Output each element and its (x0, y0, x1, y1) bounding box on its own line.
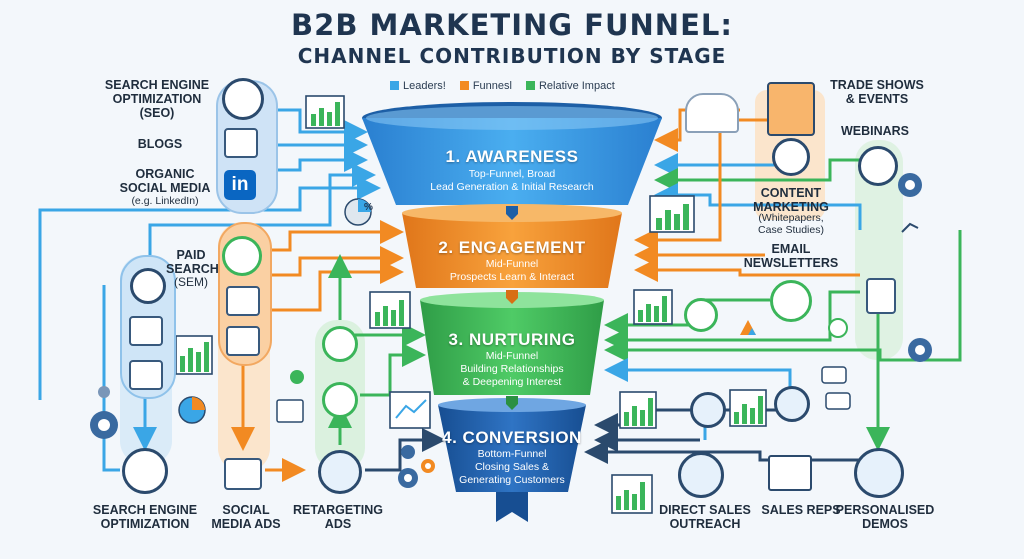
stage-desc-line: Mid-Funnel (485, 258, 539, 270)
stage-desc-line: Generating Customers (459, 474, 565, 487)
label-email-newsletters: EMAIL NEWSLETTERS (743, 242, 839, 270)
legend: Leaders! Funnesl Relative Impact (390, 80, 615, 92)
retargeting-mail-icon (318, 450, 362, 494)
stage-desc-awareness: Top-Funnel, Broad Lead Generation & Init… (0, 168, 1024, 194)
label-seo: SEARCH ENGINE OPTIMIZATION (SEO) (104, 78, 210, 120)
presentation-screen-icon (767, 82, 815, 136)
stage-title-conversion: 4. CONVERSION (442, 428, 582, 447)
label-social-media-ads: SOCIAL MEDIA ADS (211, 503, 281, 531)
stage-title-nurturing: 3. NURTURING (448, 330, 576, 349)
label-bottom-seo: SEARCH ENGINE OPTIMIZATION (92, 503, 198, 531)
dollar-search-icon (222, 236, 262, 276)
legend-swatch (525, 81, 535, 90)
label-organic-social: ORGANIC SOCIAL MEDIA (119, 167, 211, 195)
outreach-mic-icon (690, 392, 726, 428)
diagram-title: B2B MARKETING FUNNEL: (291, 8, 733, 42)
webpage-icon (129, 316, 163, 346)
stage-title-awareness: 1. AWARENESS (445, 147, 579, 166)
stage-desc-line: Closing Sales & (474, 461, 550, 474)
legend-label: Relative Impact (538, 80, 615, 92)
linkedin-icon: in (224, 170, 256, 200)
stage-desc-line: Bottom-Funnel (477, 448, 547, 460)
dollar-magnifier-icon (130, 268, 166, 304)
label-content-marketing-sub: (Whitepapers, Case Studies) (758, 212, 824, 236)
stage-desc-line: Building Relationships (460, 363, 564, 376)
stage-desc-engagement: Mid-Funnel Prospects Learn & Interact (0, 258, 1024, 284)
demo-laptop-icon (854, 448, 904, 498)
label-paid-search: PAID SEARCH (166, 248, 219, 276)
funnel (362, 102, 662, 522)
microphone-icon (772, 138, 810, 176)
label-sales-reps: SALES REPS (761, 503, 841, 517)
legend-swatch (390, 81, 399, 90)
ad-browser-icon (226, 326, 260, 356)
legend-label: Funnesl (472, 80, 512, 92)
label-paid-search-sub: (SEM) (174, 275, 208, 289)
seo-magnifier-icon (222, 78, 264, 120)
pie-percent-label: % (364, 202, 373, 213)
blog-document-icon (224, 128, 258, 158)
stage-desc-nurturing: Mid-Funnel Building Relationships & Deep… (0, 350, 1024, 389)
stage-desc-conversion: Bottom-Funnel Closing Sales & Generating… (0, 448, 1024, 487)
newsletter-doc-icon (866, 278, 896, 314)
stage-desc-line: Prospects Learn & Interact (449, 271, 575, 284)
label-organic-social-sub: (e.g. LinkedIn) (131, 195, 199, 207)
label-retargeting-ads: RETARGETING ADS (292, 503, 384, 531)
stage-desc-line: & Deepening Interest (462, 376, 562, 389)
legend-label: Leaders! (403, 80, 446, 92)
audience-group-icon (322, 382, 358, 418)
email-envelope-icon (770, 280, 812, 322)
label-personalised-demos: PERSONALISED DEMOS (835, 503, 935, 531)
people-group-icon (685, 93, 739, 133)
legend-swatch (459, 81, 469, 90)
stage-desc-line: Top-Funnel, Broad (468, 168, 556, 180)
webinar-chat-icon (858, 146, 898, 186)
label-direct-sales: DIRECT SALES OUTREACH (659, 503, 751, 531)
label-trade-shows: TRADE SHOWS & EVENTS (830, 78, 924, 106)
stage-desc-line: Mid-Funnel (485, 350, 539, 362)
stage-title-engagement: 2. ENGAGEMENT (438, 238, 586, 257)
search-engine-icon (122, 448, 168, 494)
stage-desc-line: Lead Generation & Initial Research (430, 181, 594, 194)
label-blogs: BLOGS (137, 137, 183, 151)
label-webinars: WEBINARS (840, 124, 910, 138)
diagram-subtitle: CHANNEL CONTRIBUTION BY STAGE (297, 44, 727, 68)
sales-chart-board-icon (768, 455, 812, 491)
trend-icon (684, 298, 718, 332)
legend-item-impact: Relative Impact (525, 80, 615, 92)
social-ad-icon (224, 458, 262, 490)
analytics-icon (129, 360, 163, 390)
label-content-marketing: CONTENT MARKETING (753, 186, 829, 214)
legend-item-leaders: Leaders! (390, 80, 446, 92)
ad-window-icon (226, 286, 260, 316)
handshake-icon (678, 452, 724, 498)
audience-icon (322, 326, 358, 362)
legend-item-funnel: Funnesl (459, 80, 512, 92)
sales-screen-icon (774, 386, 810, 422)
